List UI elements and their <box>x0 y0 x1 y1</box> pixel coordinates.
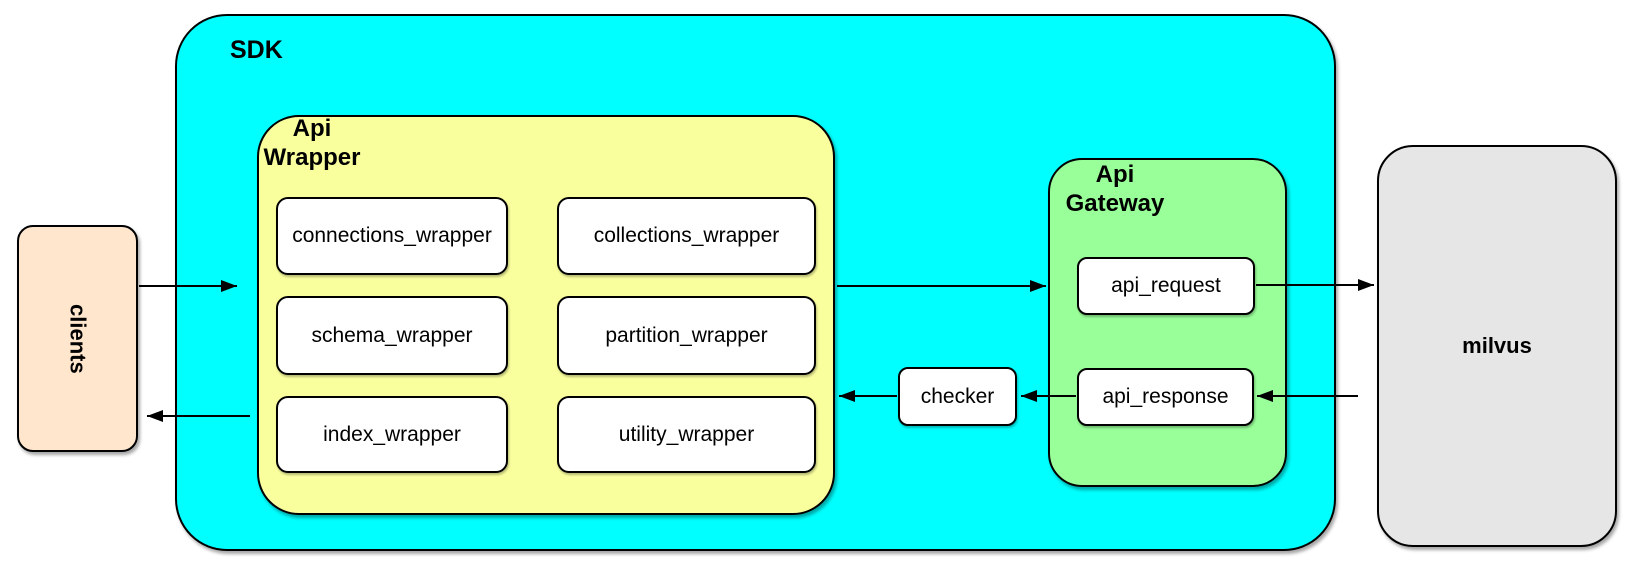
node-label: utility_wrapper <box>618 422 755 446</box>
node-label: collections_wrapper <box>593 224 780 247</box>
node-schema-wrapper: schema_wrapper <box>276 296 508 375</box>
node-collections-wrapper: collections_wrapper <box>557 197 816 275</box>
node-label: checker <box>920 384 995 408</box>
node-checker: checker <box>898 367 1017 426</box>
api-gateway-label: Api Gateway <box>1054 160 1176 218</box>
node-label: clients <box>65 303 91 374</box>
node-label: api_response <box>1102 385 1229 408</box>
node-label: connections_wrapper <box>292 224 492 247</box>
api-gateway-container <box>1048 158 1287 487</box>
node-partition-wrapper: partition_wrapper <box>557 296 816 375</box>
api-wrapper-label: Api Wrapper <box>247 114 377 172</box>
node-label: api_request <box>1111 274 1221 297</box>
sdk-label: SDK <box>230 36 283 64</box>
node-api-request: api_request <box>1077 257 1255 315</box>
api-wrapper-label-line2: Wrapper <box>263 144 361 171</box>
node-clients: clients <box>17 225 138 452</box>
api-gateway-label-line1: Api <box>1095 161 1135 188</box>
node-label: milvus <box>1462 333 1532 358</box>
api-gateway-label-line2: Gateway <box>1065 190 1165 217</box>
node-utility-wrapper: utility_wrapper <box>557 396 816 473</box>
node-label: schema_wrapper <box>311 323 473 347</box>
api-wrapper-label-line1: Api <box>292 115 332 142</box>
node-index-wrapper: index_wrapper <box>276 396 508 473</box>
node-api-response: api_response <box>1077 368 1254 426</box>
node-label: index_wrapper <box>323 422 461 446</box>
node-milvus: milvus <box>1377 145 1617 547</box>
node-connections-wrapper: connections_wrapper <box>276 197 508 275</box>
node-label: partition_wrapper <box>605 323 768 347</box>
